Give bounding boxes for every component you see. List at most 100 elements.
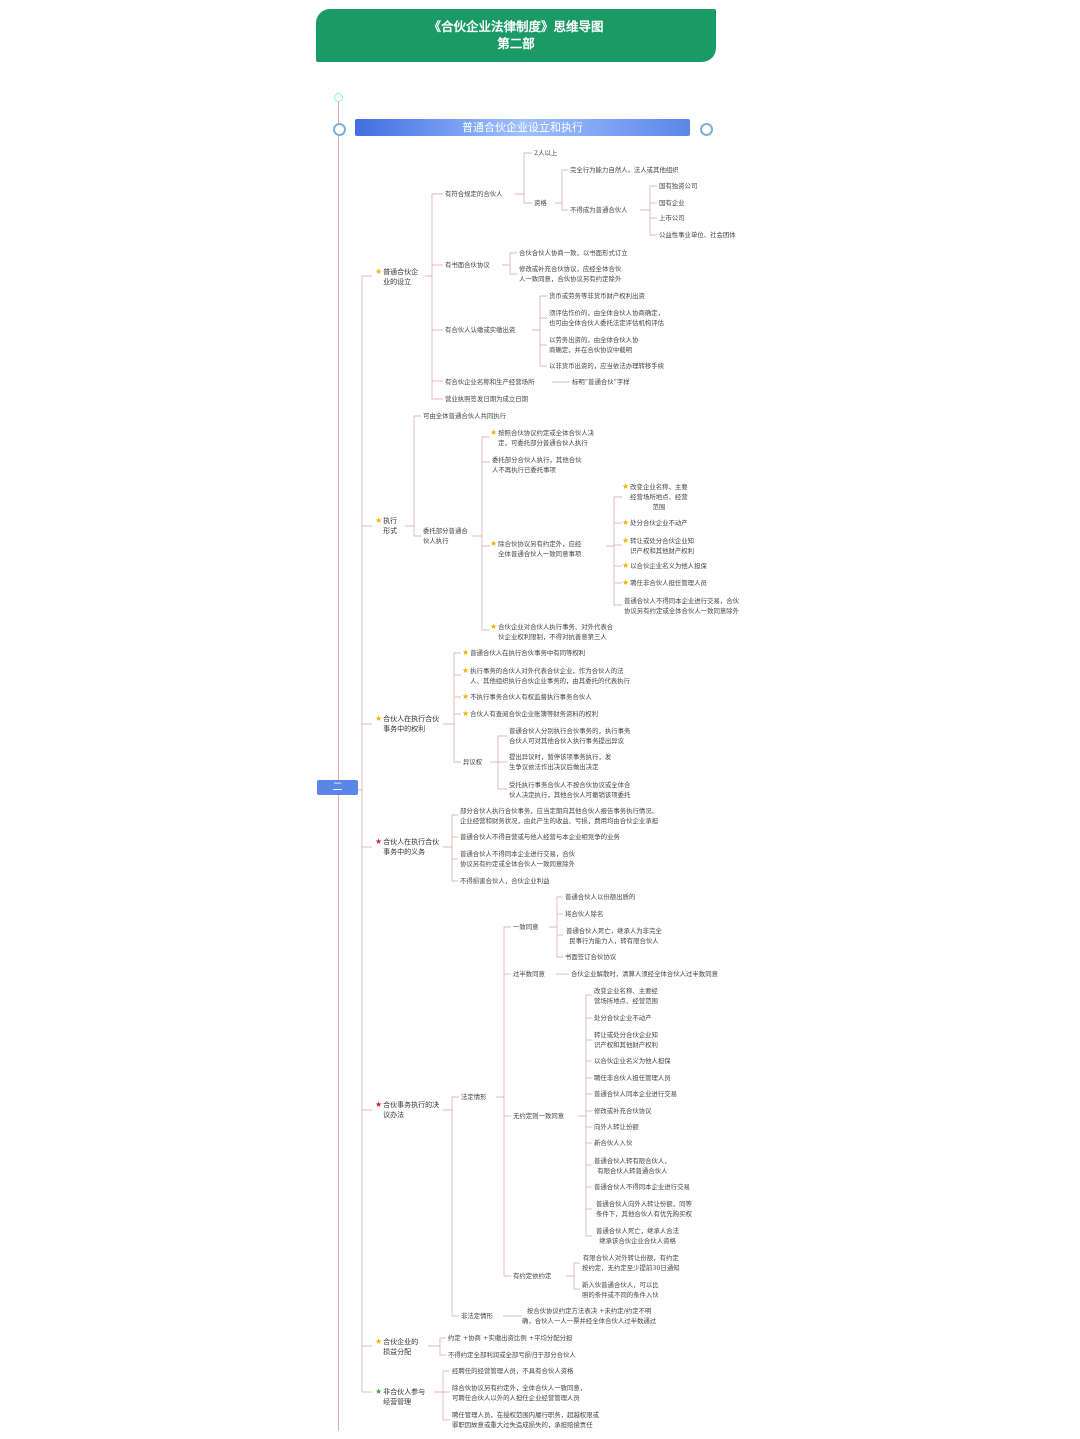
node-m-1[interactable]: 经聘任的经营管理人员，不具有合伙人资格 bbox=[452, 1367, 574, 1375]
node-event-2[interactable]: ★处分合伙企业不动产 bbox=[622, 518, 688, 527]
node-duty-2[interactable]: 普通合伙人不得自营或与他人经营与本企业相竞争的业务 bbox=[460, 833, 620, 841]
node-qual-2[interactable]: 不得成为普通合伙人 bbox=[570, 206, 628, 214]
node-duty-3[interactable]: 普通合伙人不得同本企业进行交易，合伙协议另有约定或全体合伙人一致同意除外 bbox=[460, 850, 576, 868]
section-title-bar[interactable]: 普通合伙企业设立和执行 bbox=[355, 119, 690, 136]
node-event-6[interactable]: 普通合伙人不得同本企业进行交易，合伙协议另有约定或全体合伙人一致同意除外 bbox=[624, 597, 740, 615]
node-capital-4[interactable]: 以非货币出资的，应当依法办理转移手续 bbox=[549, 362, 665, 370]
node-na-7[interactable]: 修改或补充合伙协议 bbox=[594, 1107, 652, 1115]
title-banner: 《合伙企业法律制度》思维导图 第二部 bbox=[316, 9, 716, 62]
node-na-6[interactable]: 普通合伙人同本企业进行交易 bbox=[594, 1090, 678, 1098]
map-title: 《合伙企业法律制度》思维导图 bbox=[428, 19, 604, 34]
star-icon: ★ bbox=[375, 1337, 383, 1346]
node-objection-2[interactable]: 提出异议时，暂停该项事务执行，发生争议依法作出决议后做出决定 bbox=[509, 753, 612, 771]
node-objection-3[interactable]: 受托执行事务合伙人不按合伙协议或全体合伙人决定执行，其他合伙人可撤销该项委托 bbox=[509, 781, 631, 799]
node-capital-1[interactable]: 货币或劳务等非货币财产权利出资 bbox=[549, 292, 645, 300]
node-qual-2b[interactable]: 国有企业 bbox=[659, 199, 685, 207]
node-delegate-3[interactable]: ★除合伙协议另有约定外，应经全体普通合伙人一致同意事项 bbox=[490, 539, 582, 558]
node-qual-2c[interactable]: 上市公司 bbox=[659, 214, 685, 222]
star-icon: ★ bbox=[375, 516, 383, 525]
node-name[interactable]: 有合伙企业名称和生产经营场所 bbox=[445, 378, 535, 386]
spine-top-pin bbox=[334, 93, 343, 102]
node-qual-2a[interactable]: 国有独资公司 bbox=[659, 182, 698, 190]
node-delegate-2[interactable]: 委托部分合伙人执行，其他合伙人不再执行已委托事项 bbox=[492, 456, 582, 474]
node-pl-2[interactable]: 不得约定全部利润或全部亏损归于部分合伙人 bbox=[448, 1351, 576, 1359]
node-na-3[interactable]: 转让或处分合伙企业知识产权和其他财产权利 bbox=[594, 1031, 658, 1049]
node-event-5[interactable]: ★聘任非合伙人担任管理人员 bbox=[622, 578, 707, 587]
node-objection[interactable]: 异议权 bbox=[463, 758, 483, 766]
star-icon: ★ bbox=[375, 837, 383, 846]
node-un-4[interactable]: 书面签订合伙协议 bbox=[565, 953, 617, 961]
node-m-3[interactable]: 聘任管理人员，在授权范围内履行职务，超越权限或罪职因故意或重大过失造成损失的，承… bbox=[452, 1411, 599, 1429]
node-joint[interactable]: 可由全体普通合伙人共同执行 bbox=[423, 412, 507, 420]
branch-duties[interactable]: ★合伙人在执行合伙事务中的义务 bbox=[375, 837, 440, 856]
node-majority[interactable]: 过半数同意 bbox=[513, 970, 545, 978]
node-un-3[interactable]: 普通合伙人死亡，继承人为非完全民事行为能力人，转有限合伙人 bbox=[566, 927, 662, 945]
node-na-12[interactable]: 普通合伙人向外人转让份额，同等条件下，其他合伙人有优先购买权 bbox=[596, 1200, 692, 1218]
node-qualification[interactable]: 资格 bbox=[534, 199, 547, 207]
node-no-agreement[interactable]: 无约定则一致同意 bbox=[513, 1112, 565, 1120]
node-right-1[interactable]: ★普通合伙人在执行合伙事务中有同等权利 bbox=[462, 648, 586, 657]
node-delegate[interactable]: 委托部分普通合伙人执行 bbox=[423, 527, 468, 545]
node-pl-1[interactable]: 约定 +协商 +实缴出资比例 +平均分配分担 bbox=[448, 1334, 573, 1342]
node-agreed[interactable]: 有约定依约定 bbox=[513, 1272, 552, 1280]
star-icon: ★ bbox=[375, 1387, 383, 1396]
node-majority-1[interactable]: 合伙企业解散时，清算人须经全体合伙人过半数同意 bbox=[571, 970, 718, 978]
node-event-1[interactable]: ★改变企业名称、主要经营场所地点、经营范围 bbox=[622, 482, 688, 511]
node-qual-2d[interactable]: 公益性事业单位、社会团体 bbox=[659, 231, 736, 239]
node-unanimous[interactable]: 一致同意 bbox=[513, 923, 539, 931]
branch-rights[interactable]: ★合伙人在执行合伙事务中的权利 bbox=[375, 714, 440, 733]
star-icon: ★ bbox=[375, 1100, 383, 1109]
node-objection-1[interactable]: 普通合伙人分别执行合伙事务的，执行事务合伙人可对其他合伙人执行事务提出异议 bbox=[509, 727, 631, 745]
node-ag-1[interactable]: 有限合伙人对外转让份额，有约定按约定，无约定至少提前30日通知 bbox=[582, 1254, 680, 1272]
section-left-ring bbox=[333, 123, 346, 136]
node-duty-1[interactable]: 部分合伙人执行合伙事务，应当定期向其他合伙人报告事务执行情况、企业经营和财务状况… bbox=[460, 807, 659, 825]
section-right-ring bbox=[700, 123, 713, 136]
node-event-4[interactable]: ★以合伙企业名义为他人担保 bbox=[622, 561, 707, 570]
star-icon: ★ bbox=[375, 267, 383, 276]
node-agreement-2[interactable]: 修改或补充合伙协议，应经全体合伙人一致同意，合伙协议另有约定除外 bbox=[519, 265, 622, 283]
node-capital-2[interactable]: 须评估作价的，由全体合伙人协商确定，也可由全体合伙人委托法定评估机构评估 bbox=[549, 309, 665, 327]
node-un-2[interactable]: 将合伙人除名 bbox=[565, 910, 604, 918]
node-capital-3[interactable]: 以劳务出资的，由全体合伙人协商确定，并在合伙协议中载明 bbox=[549, 336, 639, 354]
node-agreement-1[interactable]: 合伙合伙人协商一致，以书面形式订立 bbox=[519, 249, 628, 257]
node-na-9[interactable]: 新合伙人入伙 bbox=[594, 1139, 633, 1147]
node-right-4[interactable]: ★合伙人有查阅合伙企业账簿等财务资料的权利 bbox=[462, 709, 598, 718]
branch-non-partner-management[interactable]: ★非合伙人参与经营管理 bbox=[375, 1387, 426, 1406]
node-na-13[interactable]: 普通合伙人死亡，继承人合法继承该合伙企业合伙人资格 bbox=[596, 1227, 680, 1245]
node-capital[interactable]: 有合伙人认缴或实缴出资 bbox=[445, 326, 516, 334]
node-un-1[interactable]: 普通合伙人以份额出质的 bbox=[565, 893, 636, 901]
node-license[interactable]: 营业执照签发日期为成立日期 bbox=[445, 395, 529, 403]
node-na-5[interactable]: 聘任非合伙人担任管理人员 bbox=[594, 1074, 671, 1082]
main-spine bbox=[338, 96, 339, 1431]
node-right-2[interactable]: ★执行事务的合伙人对外代表合伙企业，作为合伙人的法人、其他组织执行合伙企业事务的… bbox=[462, 666, 630, 685]
map-subtitle: 第二部 bbox=[497, 36, 535, 51]
branch-setup[interactable]: ★普通合伙企业的设立 bbox=[375, 267, 419, 286]
branch-execution-form[interactable]: ★执行形式 bbox=[375, 516, 398, 535]
node-nonlegal[interactable]: 非法定情形 bbox=[461, 1312, 493, 1320]
node-na-8[interactable]: 向外人转让份额 bbox=[594, 1123, 639, 1131]
node-na-1[interactable]: 改变企业名称、主要经营场所地点、经营范围 bbox=[594, 987, 658, 1005]
node-legal[interactable]: 法定情形 bbox=[461, 1093, 487, 1101]
root-node[interactable]: 二 bbox=[317, 780, 358, 795]
node-m-2[interactable]: 除合伙协议另有约定外，全体合伙人一致同意，可聘任合伙人以外的人担任企业经营管理人… bbox=[452, 1384, 587, 1402]
node-ag-2[interactable]: 新入伙普通合伙人，可以比照的条件或不同的条件入伙 bbox=[582, 1281, 659, 1299]
branch-resolution[interactable]: ★合伙事务执行的决议办法 bbox=[375, 1100, 440, 1119]
branch-profit-loss[interactable]: ★合伙企业的损益分配 bbox=[375, 1337, 419, 1356]
node-event-3[interactable]: ★转让或处分合伙企业知识产权和其他财产权利 bbox=[622, 536, 695, 555]
node-partners[interactable]: 有符合规定的合伙人 bbox=[445, 190, 503, 198]
node-na-11[interactable]: 普通合伙人不得同本企业进行交易 bbox=[594, 1183, 690, 1191]
node-delegate-1[interactable]: ★按照合伙协议约定或全体合伙人决定，可委托部分普通合伙人执行 bbox=[490, 428, 595, 447]
node-right-3[interactable]: ★不执行事务合伙人有权监督执行事务合伙人 bbox=[462, 692, 592, 701]
node-agreement[interactable]: 有书面合伙协议 bbox=[445, 261, 490, 269]
node-qual-1[interactable]: 完全行为能力自然人，法人或其他组织 bbox=[570, 166, 679, 174]
node-nonlegal-1[interactable]: 按合伙协议约定方法表决 +未约定/约定不明确，合伙人一人一票并经全体合伙人过半数… bbox=[522, 1307, 657, 1325]
node-name-note[interactable]: 标明“普通合伙”字样 bbox=[572, 378, 630, 386]
star-icon: ★ bbox=[375, 714, 383, 723]
node-na-10[interactable]: 普通合伙人转有限合伙人，有限合伙人转普通合伙人 bbox=[594, 1157, 671, 1175]
node-na-2[interactable]: 处分合伙企业不动产 bbox=[594, 1014, 652, 1022]
node-delegate-4[interactable]: ★合伙企业对合伙人执行事务、对外代表合伙企业权利限制，不得对抗善意第三人 bbox=[490, 622, 614, 641]
node-duty-4[interactable]: 不得损害合伙人，合伙企业利益 bbox=[460, 877, 550, 885]
node-two-plus[interactable]: 2人以上 bbox=[534, 149, 558, 157]
node-na-4[interactable]: 以合伙企业名义为他人担保 bbox=[594, 1057, 671, 1065]
